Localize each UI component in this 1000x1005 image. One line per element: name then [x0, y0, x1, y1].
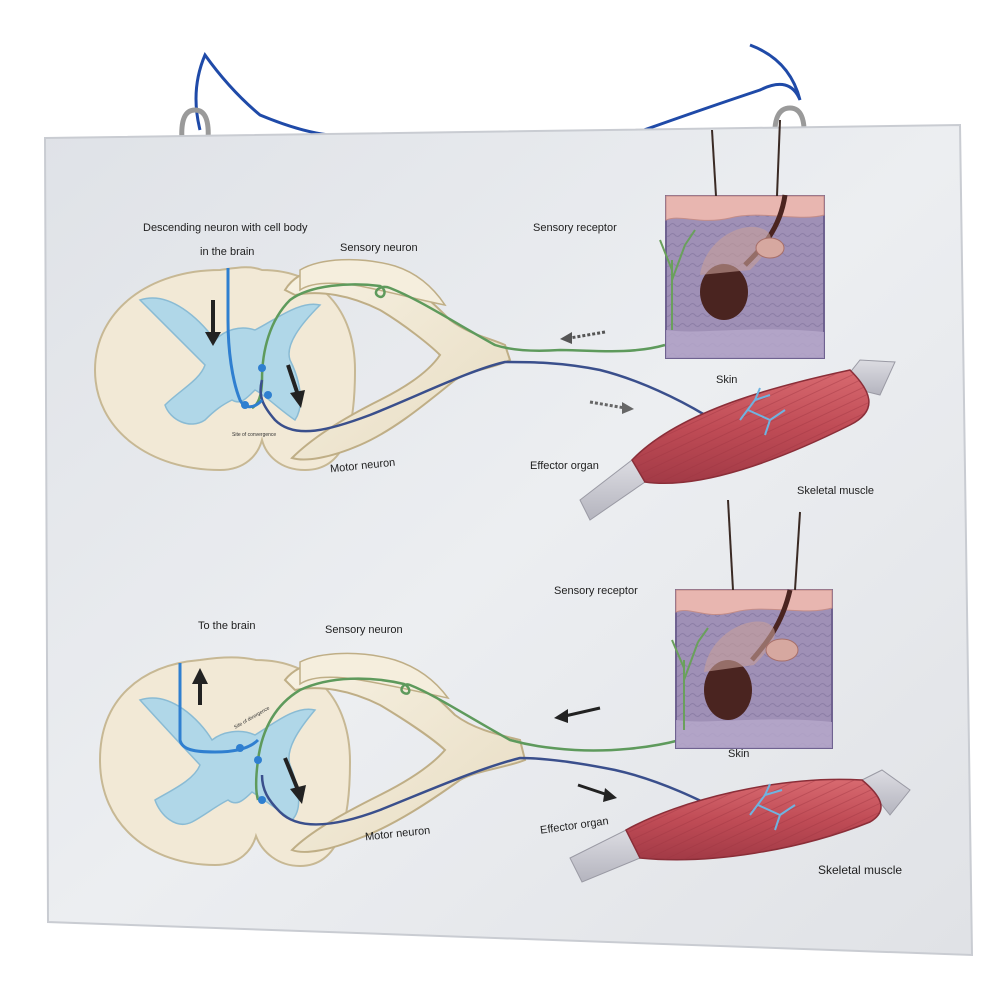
right-hanger-icon — [772, 105, 807, 141]
bottom-skeletal-muscle — [569, 769, 911, 883]
top-skin-label: Skin — [716, 374, 738, 386]
bottom-to-brain-label: To the brain — [198, 620, 256, 632]
top-sensory-nerve — [251, 283, 666, 410]
bottom-skeletal-muscle-label: Skeletal muscle — [818, 863, 903, 877]
top-effector-organ-label: Effector organ — [530, 460, 599, 472]
bottom-motor-nerve — [260, 756, 741, 826]
bottom-up-arrow-icon — [192, 668, 208, 705]
top-skeletal-muscle-label: Skeletal muscle — [797, 485, 875, 497]
hanging-rope — [194, 51, 356, 138]
bottom-skin-label: Skin — [728, 748, 750, 760]
left-hanger-icon — [179, 107, 211, 141]
top-diagonal-arrow-icon — [286, 364, 305, 408]
hanging-rope-right — [629, 43, 802, 137]
bottom-diagonal-arrow-icon — [283, 757, 306, 804]
top-afferent-arrow-icon — [560, 330, 606, 344]
top-motor-nerve — [259, 360, 706, 433]
top-down-arrow-icon — [205, 300, 221, 346]
top-skeletal-muscle — [579, 359, 896, 521]
top-efferent-arrow-icon — [589, 400, 634, 414]
top-descending-nerve — [226, 268, 264, 409]
bottom-sensory-neuron-label: Sensory neuron — [325, 624, 403, 636]
top-site-label: Site of convergence — [232, 432, 277, 438]
top-skin-block — [659, 119, 825, 359]
bottom-afferent-arrow-icon — [554, 706, 601, 723]
bottom-ascending-nerve — [178, 663, 260, 754]
top-descending-neuron-label-line1: Descending neuron with cell body — [143, 222, 308, 234]
bottom-spinal-cord — [98, 656, 352, 868]
top-sensory-neuron-label: Sensory neuron — [340, 242, 418, 254]
bottom-skin-block — [671, 499, 833, 749]
top-sensory-receptor-label: Sensory receptor — [533, 222, 617, 234]
top-descending-neuron-label-line2: in the brain — [200, 246, 255, 258]
bottom-sensory-receptor-label: Sensory receptor — [554, 585, 638, 597]
bottom-sensory-nerve — [254, 677, 681, 801]
bottom-efferent-arrow-icon — [577, 783, 617, 802]
